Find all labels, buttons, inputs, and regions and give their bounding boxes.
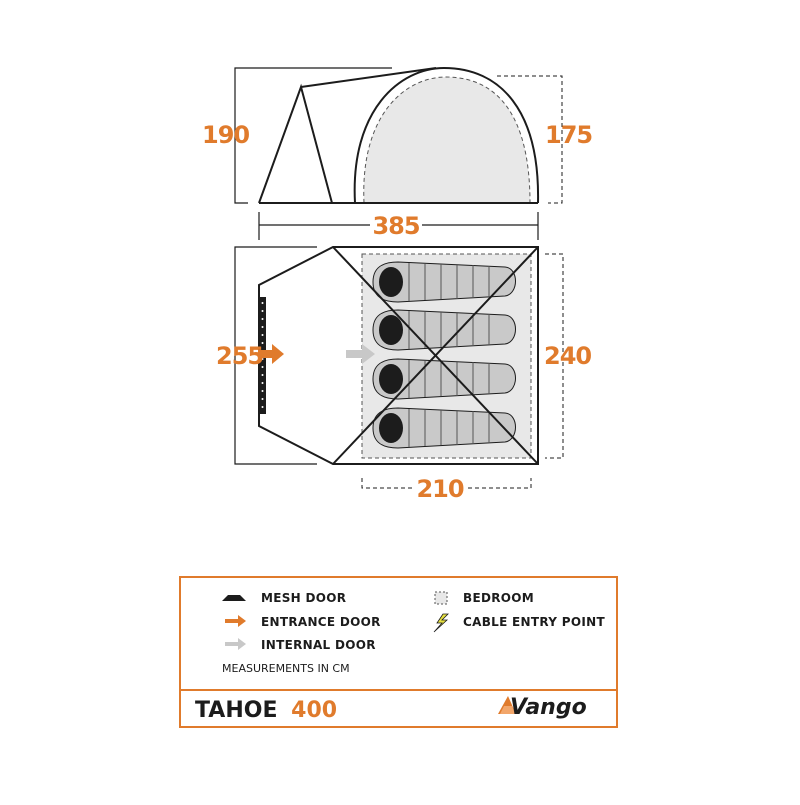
- bedroom-length-210-label: 210: [416, 475, 463, 503]
- sleeping-bag: [372, 309, 516, 351]
- length-210-bracket-left: [361, 478, 412, 489]
- legend-item-internal-door: INTERNAL DOOR: [225, 638, 376, 652]
- bedroom-width-240-label: 240: [544, 342, 591, 370]
- measurements-note: MEASUREMENTS IN CM: [222, 662, 350, 675]
- product-model: 400: [291, 698, 337, 723]
- width-240-bracket: [545, 253, 564, 459]
- svg-text:CABLE ENTRY POINT: CABLE ENTRY POINT: [463, 615, 605, 629]
- svg-text:ENTRANCE DOOR: ENTRANCE DOOR: [261, 615, 381, 629]
- porch-pole-outline: [258, 83, 333, 204]
- svg-text:MESH DOOR: MESH DOOR: [261, 591, 346, 605]
- product-title: TAHOE 400: [195, 698, 337, 723]
- height-175-label: 175: [545, 121, 592, 149]
- brand-logo: Vango: [498, 695, 587, 720]
- side-view: 385 190 175: [202, 66, 593, 240]
- height-190-label: 190: [202, 121, 249, 149]
- product-name: TAHOE: [195, 698, 277, 723]
- length-385-label: 385: [372, 212, 419, 240]
- dome-inner-bedroom: [363, 76, 531, 204]
- height-175-bracket: [497, 75, 563, 204]
- cable-entry-icon: [433, 613, 449, 633]
- entrance-door-arrow-icon: [225, 615, 246, 627]
- internal-door-arrow-icon: [346, 344, 375, 364]
- brand-name: Vango: [510, 695, 587, 720]
- sleeping-bag: [372, 407, 516, 449]
- sleeping-bag: [372, 261, 516, 303]
- pole-diagonal-2: [332, 246, 539, 465]
- entrance-door-arrow-icon: [258, 344, 284, 364]
- legend-item-entrance-door: ENTRANCE DOOR: [225, 615, 381, 629]
- svg-text:BEDROOM: BEDROOM: [463, 591, 534, 605]
- mesh-door-icon: [222, 595, 246, 601]
- width-255-label: 255: [216, 342, 263, 370]
- legend-item-cable-entry: CABLE ENTRY POINT: [433, 613, 605, 633]
- porch-roof-line: [300, 67, 437, 88]
- legend-item-mesh-door: MESH DOOR: [222, 591, 346, 605]
- height-190-bracket: [234, 67, 392, 204]
- floor-plan: 255 240 210: [216, 246, 592, 503]
- internal-door-arrow-icon: [225, 638, 246, 650]
- legend-item-bedroom: BEDROOM: [434, 591, 534, 605]
- bedroom-icon: [434, 591, 448, 605]
- sleeping-bags: [372, 261, 516, 449]
- length-210-bracket-right: [468, 478, 532, 489]
- svg-text:INTERNAL DOOR: INTERNAL DOOR: [261, 638, 376, 652]
- width-255-bracket: [234, 246, 317, 465]
- legend-box: MESH DOOR ENTRANCE DOOR INTERNAL DOOR ME…: [179, 576, 618, 728]
